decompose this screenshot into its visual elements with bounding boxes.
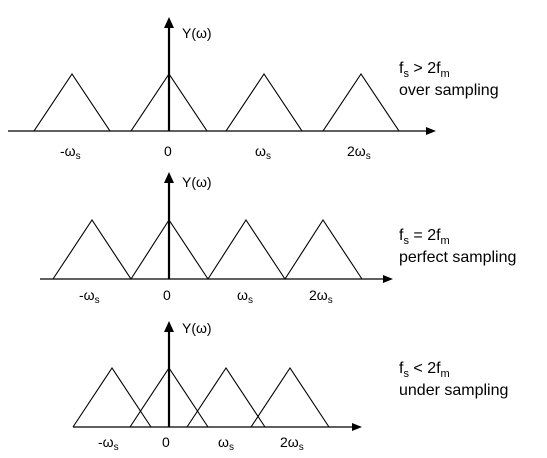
tick-label-zero: 0	[164, 143, 172, 159]
caption-label: under sampling	[399, 382, 508, 399]
y-axis-arrow	[164, 321, 174, 332]
spectrum-copy-minus-ws	[72, 367, 152, 428]
x-axis-arrow	[426, 127, 436, 135]
y-axis-label: Y(ω)	[182, 25, 212, 41]
spectrum-copy-2ws	[284, 218, 363, 280]
tick-label-2ws: 2ωs	[309, 287, 333, 306]
spectrum-baseband	[130, 73, 208, 132]
tick-label-ws: ωs	[255, 143, 271, 162]
spectrum-copy-2ws	[322, 73, 400, 132]
y-axis-arrow	[164, 172, 174, 183]
condition-label: fs = 2fm	[399, 227, 450, 247]
tick-label-zero: 0	[163, 287, 171, 303]
tick-label-zero: 0	[162, 434, 170, 450]
tick-label-2ws: 2ωs	[347, 143, 371, 162]
x-axis-arrow	[383, 275, 393, 283]
condition-label: fs < 2fm	[399, 360, 450, 380]
tick-label-minus-ws: -ωs	[98, 434, 119, 453]
spectrum-baseband	[129, 367, 209, 428]
panel-under-sampling: Y(ω) -ωs 0 ωs 2ωs fs < 2fm under samplin…	[72, 320, 508, 453]
tick-label-ws: ωs	[218, 434, 234, 453]
y-axis-arrow	[164, 17, 174, 28]
spectrum-copy-ws	[225, 73, 303, 132]
condition-label: fs > 2fm	[399, 60, 450, 80]
spectrum-copy-minus-ws	[52, 219, 132, 280]
spectrum-copy-ws	[207, 218, 286, 280]
spectrum-copy-minus-ws	[33, 73, 111, 132]
y-axis-label: Y(ω)	[182, 174, 212, 190]
spectrum-baseband	[130, 218, 209, 280]
x-axis-arrow	[352, 423, 362, 431]
y-axis-label: Y(ω)	[182, 320, 212, 336]
tick-label-minus-ws: -ωs	[60, 143, 81, 162]
tick-label-minus-ws: -ωs	[79, 287, 100, 306]
tick-label-2ws: 2ωs	[280, 434, 304, 453]
tick-label-ws: ωs	[237, 287, 253, 306]
panel-perfect-sampling: Y(ω) -ωs 0 ωs 2ωs fs = 2fm perfect sampl…	[40, 172, 516, 306]
panel-over-sampling: Y(ω) -ωs 0 ωs 2ωs fs > 2fm over sampling	[8, 17, 499, 162]
spectrum-copy-2ws	[250, 367, 330, 428]
spectrum-copy-ws	[186, 367, 266, 428]
caption-label: over sampling	[399, 82, 499, 99]
caption-label: perfect sampling	[399, 249, 516, 266]
